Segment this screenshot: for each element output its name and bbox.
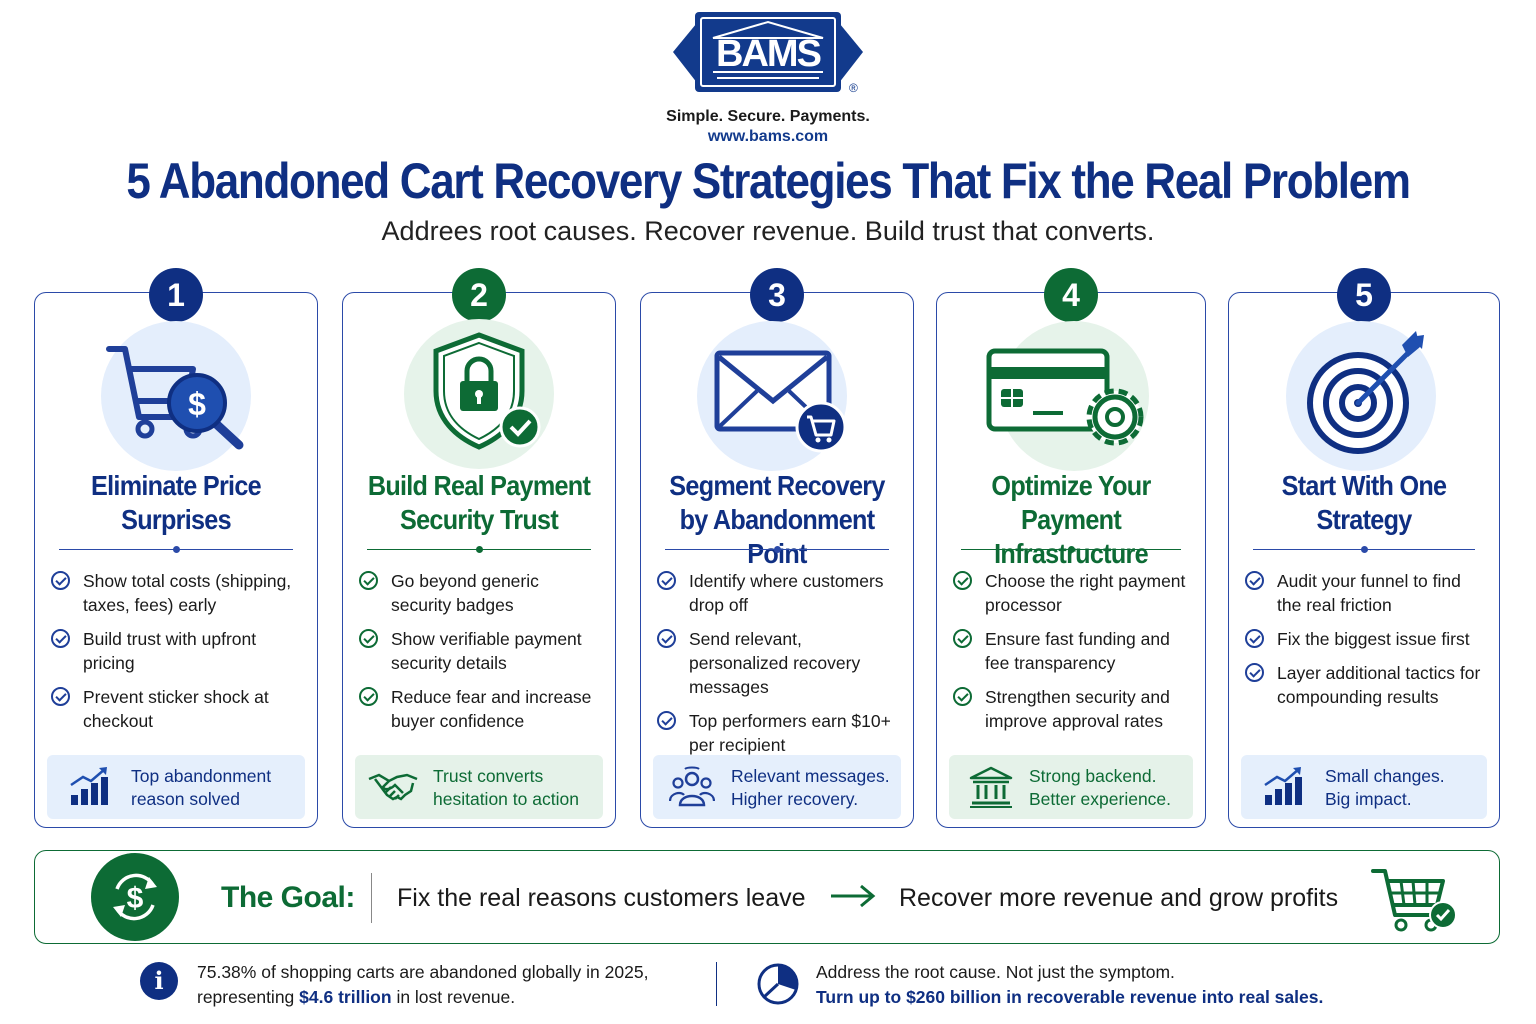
step-number-badge: 4 xyxy=(1044,268,1098,322)
growth-chart-icon xyxy=(70,767,108,805)
bams-logo[interactable]: BAMS ® xyxy=(663,8,873,108)
bank-icon xyxy=(969,766,1013,808)
card-footer: Small changes.Big impact. xyxy=(1241,755,1487,819)
card-footer: Relevant messages.Higher recovery. xyxy=(653,755,901,819)
svg-text:$: $ xyxy=(127,882,144,915)
check-circle-icon xyxy=(359,571,378,590)
card-item-list: Identify where customers drop off Send r… xyxy=(657,569,901,767)
goal-outcome-text: Recover more revenue and grow profits xyxy=(899,884,1339,912)
card-gear-icon xyxy=(986,321,1149,471)
step-number-badge: 3 xyxy=(750,268,804,322)
info-icon: i xyxy=(140,962,178,1000)
divider xyxy=(665,546,889,553)
card-item-list: Choose the right payment processor Ensur… xyxy=(953,569,1193,743)
tagline: Simple. Secure. Payments. xyxy=(666,108,870,125)
check-circle-icon xyxy=(1245,571,1264,590)
check-circle-icon xyxy=(953,571,972,590)
list-item: Fix the biggest issue first xyxy=(1245,627,1487,651)
shield-lock-check-icon xyxy=(404,319,554,469)
card-footer-text: Relevant messages.Higher recovery. xyxy=(731,766,890,809)
divider xyxy=(367,546,591,553)
stat-text: 75.38% of shopping carts are abandoned g… xyxy=(197,962,649,1007)
svg-text:$: $ xyxy=(188,386,206,422)
step-number-badge: 1 xyxy=(149,268,203,322)
check-circle-icon xyxy=(657,571,676,590)
check-circle-icon xyxy=(953,687,972,706)
list-item: Send relevant, personalized recovery mes… xyxy=(657,627,901,699)
divider xyxy=(59,546,293,553)
envelope-cart-icon xyxy=(697,321,847,471)
card-item-list: Show total costs (shipping, taxes, fees)… xyxy=(51,569,305,743)
handshake-icon xyxy=(368,773,418,801)
check-circle-icon xyxy=(359,687,378,706)
list-item: Top performers earn $10+ per recipient xyxy=(657,709,901,757)
arrow-right-icon xyxy=(831,884,876,908)
goal-banner: $ The Goal: Fix the real reasons custome… xyxy=(34,850,1500,944)
card-footer-text: Small changes.Big impact. xyxy=(1325,766,1445,809)
check-circle-icon xyxy=(953,629,972,648)
list-item: Build trust with upfront pricing xyxy=(51,627,305,675)
page-subtitle: Addrees root causes. Recover revenue. Bu… xyxy=(381,216,1155,246)
list-item: Layer additional tactics for compounding… xyxy=(1245,661,1487,709)
check-circle-icon xyxy=(657,711,676,730)
check-circle-icon xyxy=(359,629,378,648)
divider xyxy=(1253,546,1475,553)
goal-label: The Goal: xyxy=(221,881,355,914)
pie-chart-icon xyxy=(757,963,799,1005)
header: BAMS ® Simple. Secure. Payments. www.bam… xyxy=(0,8,1536,146)
check-circle-icon xyxy=(657,629,676,648)
step-number-badge: 5 xyxy=(1337,268,1391,322)
step-number-badge: 2 xyxy=(452,268,506,322)
list-item: Go beyond generic security badges xyxy=(359,569,603,617)
registered-mark: ® xyxy=(849,81,858,95)
card-footer: Strong backend.Better experience. xyxy=(949,755,1193,819)
list-item: Show verifiable payment security details xyxy=(359,627,603,675)
goal-problem-text: Fix the real reasons customers leave xyxy=(397,884,806,912)
list-item: Identify where customers drop off xyxy=(657,569,901,617)
cart-check-icon xyxy=(1371,869,1457,932)
check-circle-icon xyxy=(51,629,70,648)
people-group-icon xyxy=(669,766,715,807)
check-circle-icon xyxy=(1245,663,1264,682)
list-item: Ensure fast funding and fee transparency xyxy=(953,627,1193,675)
check-circle-icon xyxy=(51,571,70,590)
card-footer-text: Strong backend.Better experience. xyxy=(1029,766,1172,809)
page-title: 5 Abandoned Cart Recovery Strategies Tha… xyxy=(126,153,1411,209)
divider xyxy=(961,546,1181,553)
growth-chart-icon xyxy=(1264,767,1302,805)
card-item-list: Go beyond generic security badges Show v… xyxy=(359,569,603,743)
divider xyxy=(371,873,372,923)
list-item: Strengthen security and improve approval… xyxy=(953,685,1193,733)
list-item: Prevent sticker shock at checkout xyxy=(51,685,305,733)
logo-text: BAMS xyxy=(716,33,821,75)
card-item-list: Audit your funnel to find the real frict… xyxy=(1245,569,1487,719)
list-item: Choose the right payment processor xyxy=(953,569,1193,617)
list-item: Audit your funnel to find the real frict… xyxy=(1245,569,1487,617)
check-circle-icon xyxy=(1245,629,1264,648)
cart-magnify-dollar-icon: $ xyxy=(101,321,251,471)
target-arrow-icon xyxy=(1286,321,1436,471)
check-circle-icon xyxy=(51,687,70,706)
dollar-cycle-icon: $ xyxy=(91,853,179,941)
website-link[interactable]: www.bams.com xyxy=(707,128,829,145)
stat-text: Address the root cause. Not just the sym… xyxy=(816,962,1324,1007)
divider xyxy=(716,962,717,1006)
list-item: Show total costs (shipping, taxes, fees)… xyxy=(51,569,305,617)
list-item: Reduce fear and increase buyer confidenc… xyxy=(359,685,603,733)
